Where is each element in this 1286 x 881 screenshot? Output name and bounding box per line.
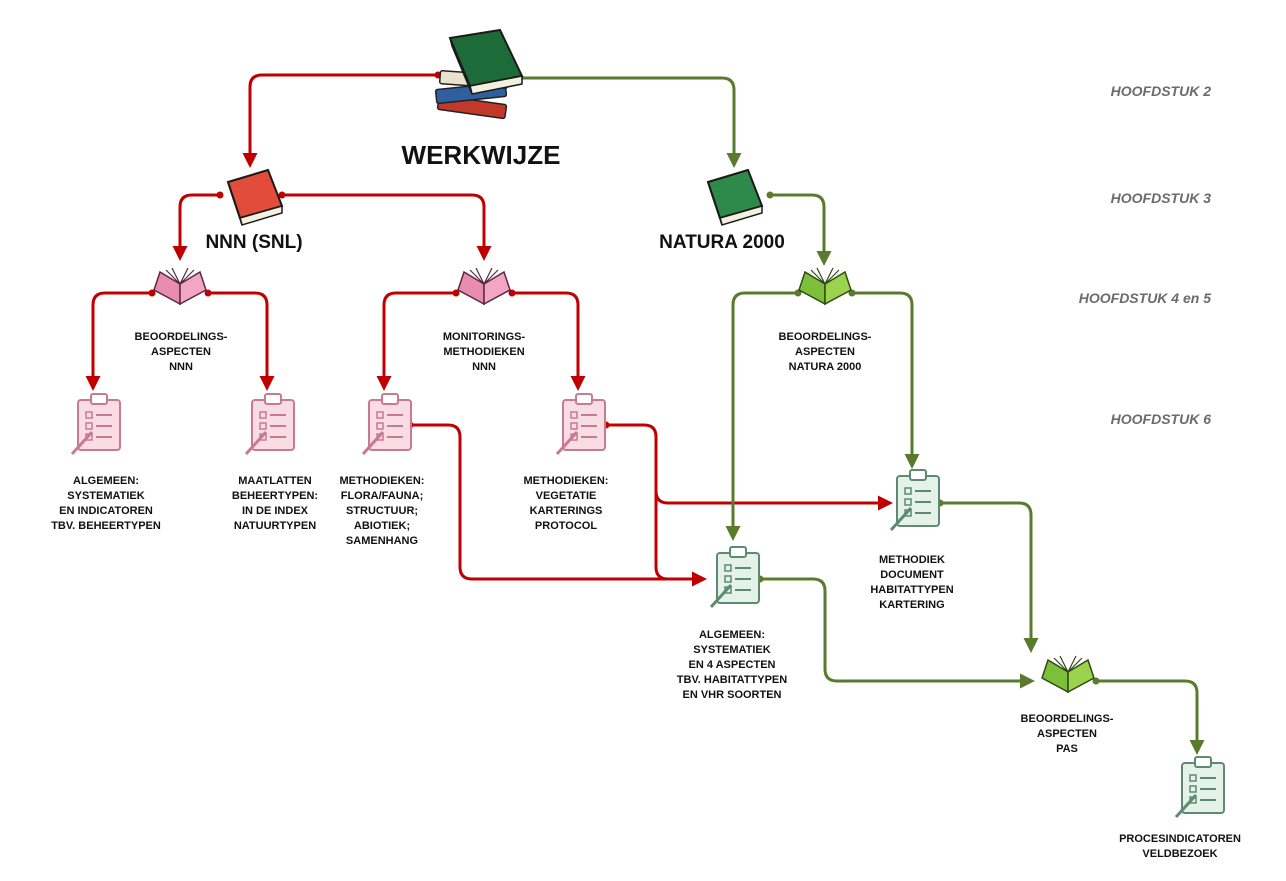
pink-clipboard-icon: [244, 393, 295, 456]
connector-root-to-natura: [520, 76, 742, 168]
green-clipboard-icon: [709, 546, 760, 609]
connector-natura-beoordeling-to-methodiek: [852, 291, 920, 469]
connector-natura-beoordeling-to-habitat: [725, 291, 798, 541]
green-clipboard-icon: [1174, 756, 1225, 819]
connector-root-to-nnn: [242, 73, 438, 168]
green-connectors: [520, 76, 1205, 755]
red-book-icon: [226, 168, 284, 226]
connector-flora-to-habitat: [410, 423, 707, 587]
connector-nnn-to-beoordeling: [172, 193, 220, 261]
chapter-label: HOOFDSTUK 6: [1110, 411, 1211, 427]
chapter-label: HOOFDSTUK 3: [1110, 190, 1211, 206]
green-book-icon: [706, 168, 764, 226]
nnn-title: NNN (SNL): [205, 232, 303, 253]
connector-habitat-to-pas: [760, 577, 1035, 689]
chapter-label: HOOFDSTUK 4 en 5: [1078, 290, 1211, 306]
pink-open-book-icon: [457, 267, 511, 306]
connector-methodiek-to-pas: [940, 501, 1039, 653]
pink-open-book-icon: [153, 267, 207, 306]
green-open-book-icon: [1041, 655, 1095, 694]
connector-natura-to-beoordeling: [770, 193, 832, 266]
connector-pas-to-procesindicatoren: [1096, 679, 1205, 755]
green-clipboard-icon: [889, 469, 940, 532]
stack-of-books-icon: [434, 28, 524, 120]
connector-beoordeling-to-algemeen: [85, 291, 152, 391]
methodieken-flora-label: METHODIEKEN:FLORA/FAUNA;STRUCTUUR;ABIOTI…: [339, 475, 425, 547]
connection-dots: [148, 71, 1100, 685]
connector-monitoring-to-methodieken-vegetatie: [512, 291, 586, 391]
pink-clipboard-icon: [361, 393, 412, 456]
pink-clipboard-icon: [555, 393, 606, 456]
pink-clipboard-icon: [70, 393, 121, 456]
connector-vegetatie-to-habitat: [606, 423, 704, 581]
connector-nnn-to-monitoring: [282, 193, 492, 261]
chapter-label: HOOFDSTUK 2: [1110, 83, 1211, 99]
connector-vegetatie-to-methodiek: [654, 437, 893, 511]
connector-beoordeling-to-maatlatten: [208, 291, 275, 391]
natura-title: NATURA 2000: [659, 232, 785, 253]
connector-monitoring-to-methodieken-flora: [376, 291, 456, 391]
red-connectors: [85, 73, 893, 587]
root-title: WERKWIJZE: [401, 140, 561, 170]
green-open-book-icon: [798, 267, 852, 306]
